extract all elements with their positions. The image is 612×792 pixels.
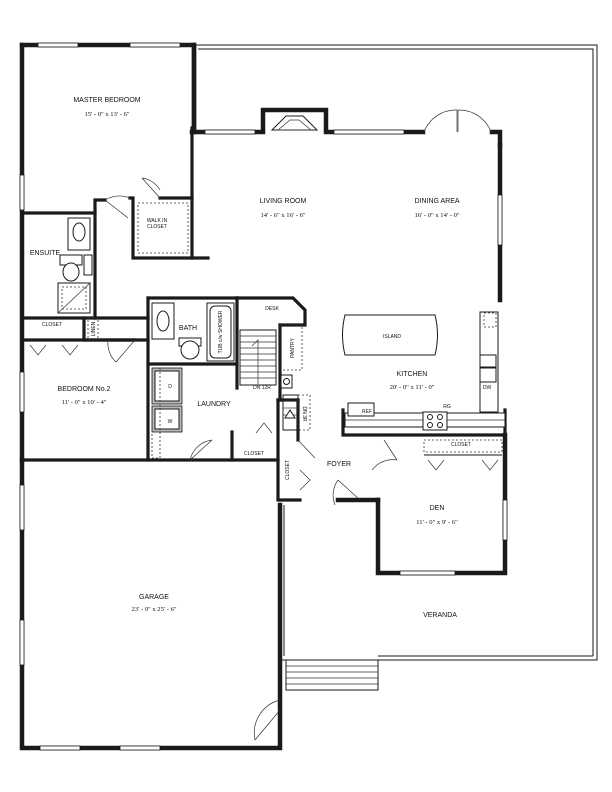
ref-label: REF (362, 409, 372, 415)
linen-shelf (87, 317, 99, 341)
master-bedroom-dims: 15' - 0" x 13' - 6" (84, 111, 129, 118)
room-labels: MASTER BEDROOM 15' - 0" x 13' - 6" WALK … (30, 97, 471, 619)
pantry-label: PANTRY (290, 337, 296, 357)
veranda-steps (285, 659, 379, 691)
closet-foyer-label: CLOSET (285, 460, 291, 480)
kitchen-counter (344, 311, 506, 431)
living-room-label: LIVING ROOM (260, 198, 307, 205)
island-label: ISLAND (383, 334, 401, 340)
exterior-walls (19, 42, 508, 751)
bath-fixtures (151, 302, 235, 362)
stairs-down-3r-label: DN 3R (301, 406, 307, 421)
tub-shower-label: TUB c/w SHOWER (218, 310, 224, 353)
dryer-label: D (168, 384, 172, 390)
garage-label: GARAGE (139, 594, 169, 601)
den-dims: 11' - 0" x 9' - 6" (416, 519, 458, 526)
walk-in-closet-label-2: CLOSET (147, 224, 167, 230)
ensuite-fixtures (57, 217, 93, 314)
dining-french-doors (423, 109, 492, 133)
walk-in-closet-label: WALK IN (147, 218, 168, 224)
dining-area-label: DINING AREA (414, 198, 459, 205)
range-label: RG (443, 404, 451, 410)
garage-dims: 23' - 0" x 25' - 6" (131, 606, 176, 613)
fireplace (270, 115, 319, 131)
master-bedroom-label: MASTER BEDROOM (73, 97, 140, 104)
kitchen-dims: 20' - 0" x 11' - 0" (390, 384, 435, 391)
desk-pantry (279, 324, 311, 431)
stairs (239, 329, 299, 431)
den-closet (423, 439, 503, 456)
washer-label: W (168, 419, 173, 425)
closet-bed2-label: CLOSET (42, 322, 62, 328)
living-room-dims: 14' - 6" x 16' - 6" (260, 212, 305, 219)
dishwasher-label: DW (483, 385, 492, 391)
windows (19, 42, 508, 751)
linen-label: LINEN (91, 321, 97, 336)
ensuite-label: ENSUITE (30, 250, 61, 257)
doors (29, 177, 499, 741)
bedroom2-dims: 11' - 0" x 10' - 4" (62, 399, 107, 406)
bedroom2-label: BEDROOM No.2 (58, 386, 111, 393)
bath-label: BATH (179, 325, 197, 332)
closet-laundry-label: CLOSET (244, 451, 264, 457)
veranda-label: VERANDA (423, 612, 457, 619)
closet-den-label: CLOSET (451, 442, 471, 448)
walk-in-closet-shelf (137, 202, 189, 254)
laundry-label: LAUNDRY (197, 401, 231, 408)
desk-label: DESK (265, 306, 279, 312)
interior-walls (20, 126, 507, 502)
stairs-down-12r-label: DN 12R (253, 385, 271, 391)
kitchen-island (342, 314, 438, 356)
appliance-labels: REF RG DW D W (168, 384, 492, 425)
kitchen-label: KITCHEN (397, 371, 428, 378)
den-label: DEN (430, 505, 445, 512)
dining-area-dims: 16' - 0" x 14' - 0" (414, 212, 459, 219)
laundry-fixtures (151, 367, 183, 459)
foyer-label: FOYER (327, 461, 351, 468)
